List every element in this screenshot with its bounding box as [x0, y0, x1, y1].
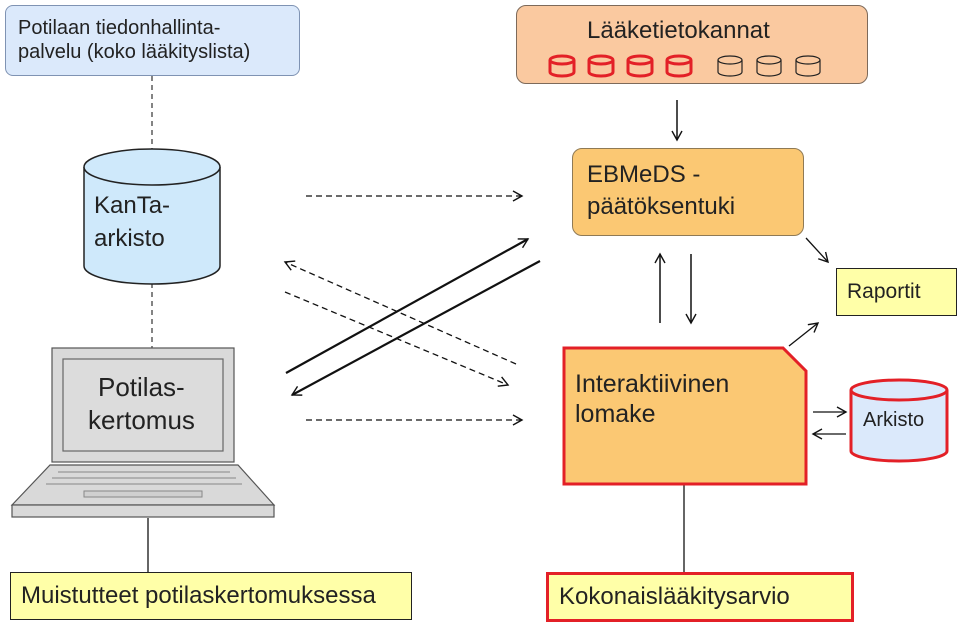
potilaan-palvelu-box: Potilaan tiedonhallinta- palvelu (koko l… [5, 5, 300, 76]
kokonaislaakitysarvio-box: Kokonaislääkitysarvio [546, 572, 854, 622]
laaketietokannat-label: Lääketietokannat [587, 17, 770, 44]
arkisto-cylinder [849, 378, 949, 463]
database-icon [665, 54, 693, 78]
interaktiivinen-lomake-shape [562, 346, 808, 486]
muistutteet-label: Muistutteet potilaskertomuksessa [21, 582, 376, 609]
potilaskertomus-line1: Potilas- [98, 372, 185, 402]
database-icon [587, 54, 615, 78]
laptop-icon [10, 347, 276, 518]
kokonaislaakitysarvio-label: Kokonaislääkitysarvio [559, 583, 790, 610]
ebmeds-line2: päätöksentuki [587, 193, 736, 220]
interaktiivinen-lomake-line2: lomake [575, 400, 656, 428]
database-icon [717, 55, 743, 77]
arrow-solid-to-potilaskertomus [290, 260, 541, 396]
potilaskertomus-line2: kertomus [88, 405, 195, 435]
database-icon [795, 55, 821, 77]
arrow-to-kanta [283, 260, 517, 365]
muistutteet-box: Muistutteet potilaskertomuksessa [10, 572, 412, 620]
raportit-label: Raportit [847, 280, 921, 303]
kanta-arkisto-line1: KanTa- [94, 192, 171, 219]
ebmeds-box: EBMeDS - päätöksentuki [572, 148, 804, 236]
arrow-ebmeds-to-raportit [805, 237, 829, 264]
kanta-arkisto-cylinder [83, 148, 221, 285]
database-icon [548, 54, 576, 78]
arrow-solid-to-ebmeds [285, 238, 530, 374]
interaktiivinen-lomake-line1: Interaktiivinen [575, 370, 730, 398]
arrow-form-to-raportit [788, 322, 820, 347]
database-icon [626, 54, 654, 78]
arkisto-label: Arkisto [863, 409, 925, 431]
database-icons-row [548, 54, 821, 78]
laaketietokannat-box: Lääketietokannat [516, 5, 868, 84]
potilaan-palvelu-line2: palvelu (koko lääkityslista) [18, 41, 251, 63]
kanta-arkisto-line2: arkisto [94, 225, 165, 252]
potilaan-palvelu-line1: Potilaan tiedonhallinta- [18, 17, 221, 39]
database-icon [756, 55, 782, 77]
ebmeds-line1: EBMeDS - [587, 161, 701, 188]
raportit-box: Raportit [836, 268, 957, 316]
